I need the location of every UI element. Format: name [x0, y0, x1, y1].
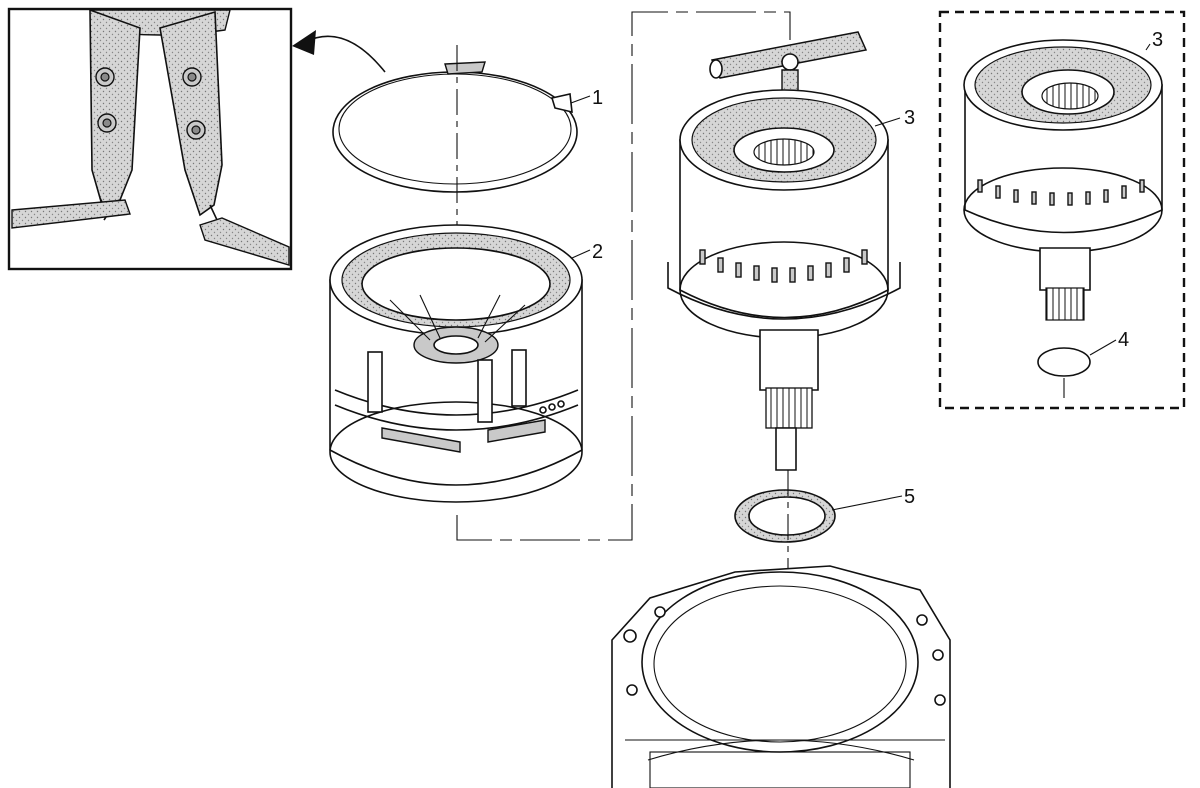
clutch-housing-part-2: 2: [329, 224, 603, 503]
callout-2: 2: [592, 241, 603, 263]
snap-ring-pliers-icon: [89, 8, 231, 229]
clutch-assembly-inset: [963, 39, 1163, 321]
transmission-case: [611, 565, 951, 788]
callout-1: 1: [592, 87, 603, 109]
ring-end-right: [199, 217, 290, 266]
callout-4: 4: [1118, 329, 1129, 351]
callout-3-main: 3: [904, 107, 915, 129]
thrust-washer-part-5: 5: [734, 486, 915, 543]
ring-end-left: [11, 199, 131, 229]
seal-detail-inset: 3 4: [938, 10, 1186, 410]
pliers-detail-inset: [7, 7, 293, 271]
callout-5: 5: [904, 486, 915, 508]
seal-ring-part-4: 4: [1037, 329, 1129, 398]
assembly-connector-line: [456, 11, 791, 541]
snap-ring-part-1: 1: [332, 61, 603, 193]
drum-slots: [699, 249, 868, 283]
clutch-assembly-part-3: 3: [667, 31, 915, 471]
callout-3-inset: 3: [1152, 29, 1163, 51]
curved-arrow-icon: [292, 30, 386, 73]
